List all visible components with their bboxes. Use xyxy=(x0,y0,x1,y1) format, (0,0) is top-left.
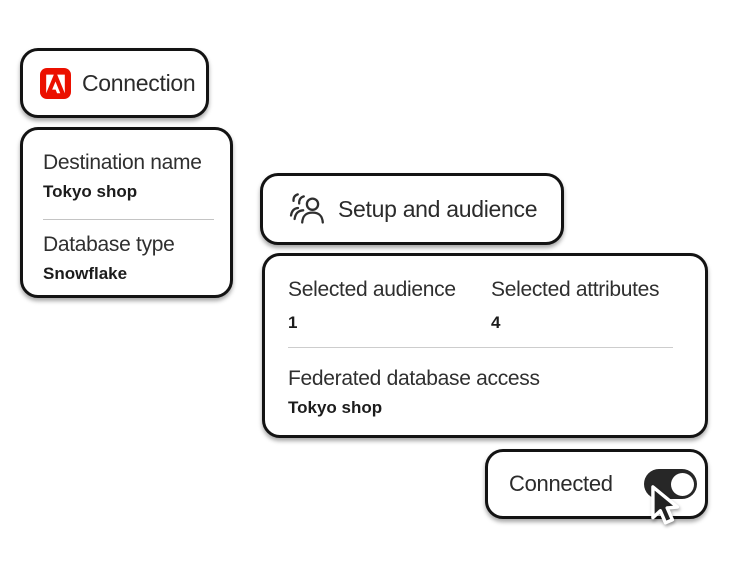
setup-audience-chip: Setup and audience xyxy=(260,173,564,245)
selected-audience-label: Selected audience xyxy=(288,278,456,301)
selected-audience-stat: Selected audience 1 xyxy=(288,277,491,333)
summary-divider xyxy=(288,347,673,348)
selected-audience-value: 1 xyxy=(288,313,298,332)
cursor-arrow-icon xyxy=(651,485,680,525)
database-type-value: Snowflake xyxy=(43,264,128,283)
destination-name-field: Destination name Tokyo shop xyxy=(43,150,218,203)
adobe-logo-icon xyxy=(40,67,71,99)
selected-attributes-stat: Selected attributes 4 xyxy=(491,277,681,333)
database-type-field: Database type Snowflake xyxy=(43,232,218,285)
federated-access-label: Federated database access xyxy=(288,367,540,390)
connected-label: Connected xyxy=(509,471,613,496)
connection-chip: Connection xyxy=(20,48,209,118)
toggle-knob xyxy=(671,472,694,496)
database-type-label: Database type xyxy=(43,233,175,256)
setup-audience-label: Setup and audience xyxy=(338,195,538,222)
summary-stats-row: Selected audience 1 Selected attributes … xyxy=(288,277,681,333)
connection-details-card: Destination name Tokyo shop Database typ… xyxy=(20,127,233,298)
destination-name-value: Tokyo shop xyxy=(43,182,138,201)
selected-attributes-value: 4 xyxy=(491,313,501,332)
federated-access-field: Federated database access Tokyo shop xyxy=(288,366,681,419)
selected-attributes-label: Selected attributes xyxy=(491,278,660,301)
summary-card: Selected audience 1 Selected attributes … xyxy=(262,253,708,438)
destination-name-label: Destination name xyxy=(43,151,202,174)
details-divider xyxy=(43,219,214,220)
connection-chip-label: Connection xyxy=(82,69,196,96)
federated-access-value: Tokyo shop xyxy=(288,398,383,417)
audience-icon xyxy=(289,193,324,224)
